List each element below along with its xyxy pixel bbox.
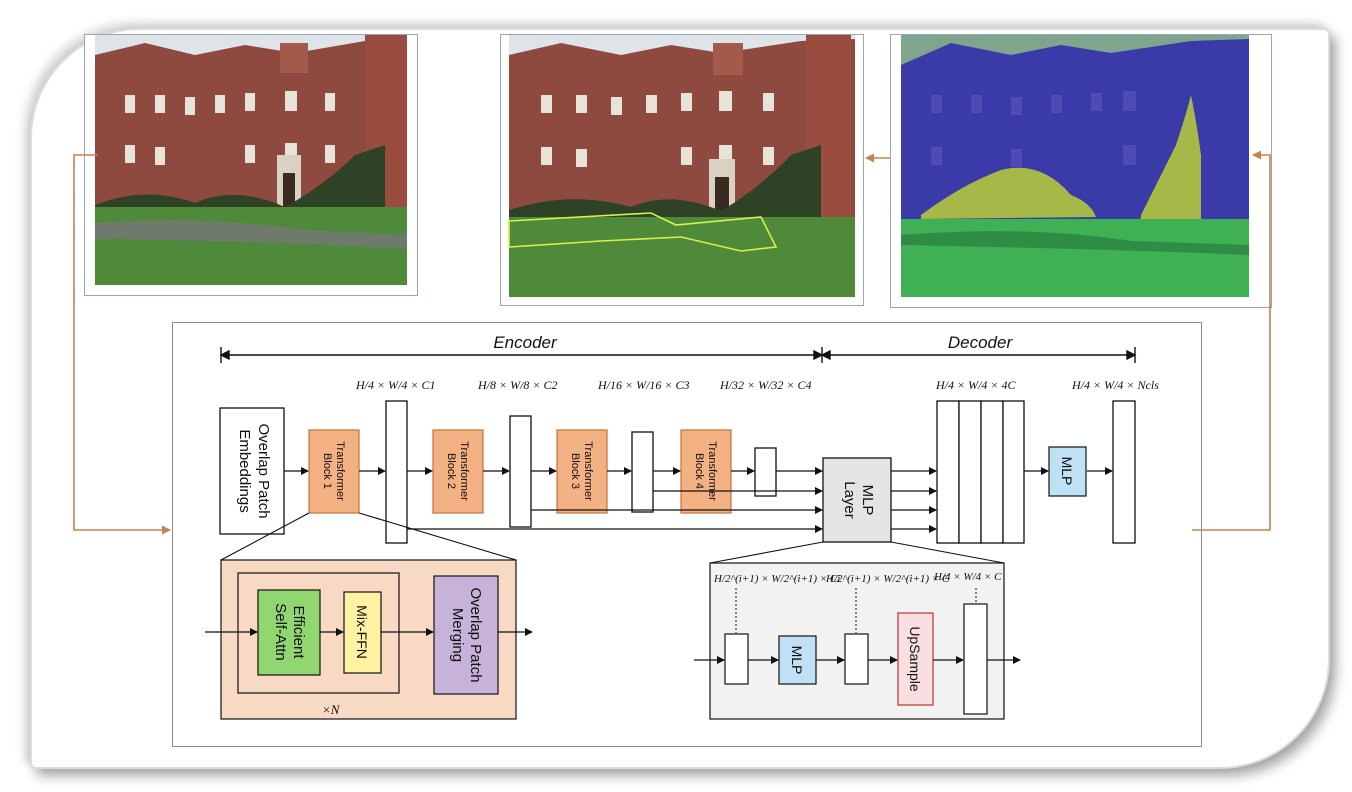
- overlap-patch-embeddings: Overlap Patch Embeddings: [219, 407, 285, 535]
- decoder-span: [820, 347, 1137, 363]
- decoder-zoom-lines: [709, 541, 1005, 564]
- svg-text:Block 3: Block 3: [569, 453, 581, 489]
- svg-text:Transformer: Transformer: [458, 441, 470, 501]
- svg-text:Overlap Patch: Overlap Patch: [467, 587, 484, 682]
- dec-dim-up: H/4 × W/4 × C: [933, 571, 1002, 583]
- transformer-block-4: Transformer Block 4: [680, 429, 732, 514]
- svg-text:Self-Attn: Self-Attn: [272, 603, 289, 661]
- mlp-layer: MLP Layer: [822, 457, 892, 543]
- transformer-block-detail: Efficient Self-Attn Mix-FFN Overlap Patc…: [220, 559, 517, 720]
- svg-text:Block 2: Block 2: [445, 453, 457, 489]
- svg-text:Layer: Layer: [841, 481, 858, 519]
- transformer-block-3: Transformer Block 3: [556, 429, 608, 514]
- transformer-block-2: Transformer Block 2: [432, 429, 484, 514]
- svg-text:Block 4: Block 4: [693, 453, 705, 489]
- encoder-label: Encoder: [493, 333, 558, 352]
- transformer-block-1: Transformer Block 1: [308, 429, 360, 514]
- dim-label-c3: H/16 × W/16 × C3: [597, 378, 690, 392]
- input-image: [84, 34, 418, 296]
- svg-text:MLP: MLP: [789, 646, 805, 675]
- svg-text:×N: ×N: [322, 702, 341, 717]
- encoder-flow-arrows: [284, 467, 823, 533]
- encoder-span: [219, 347, 824, 363]
- mlp-head: MLP: [1048, 446, 1087, 497]
- concatenated-feature-maps: [936, 400, 1025, 544]
- segmentation-output-image: [890, 34, 1272, 308]
- svg-text:Embeddings: Embeddings: [236, 429, 253, 512]
- decoder-label: Decoder: [948, 333, 1014, 352]
- dec-dim-c: H/2^(i+1) × W/2^(i+1) × C: [825, 573, 950, 585]
- feature-map-4: [754, 447, 777, 497]
- dim-label-c2: H/8 × W/8 × C2: [477, 378, 558, 392]
- dim-label-ncls: H/4 × W/4 × Ncls: [1071, 378, 1159, 392]
- svg-text:Mix-FFN: Mix-FFN: [354, 605, 370, 659]
- svg-text:Transformer: Transformer: [334, 441, 346, 501]
- decoder-flow-arrows: [891, 467, 1113, 533]
- feature-map-3: [631, 431, 654, 513]
- svg-text:MLP: MLP: [859, 485, 876, 516]
- output-mask: [1112, 400, 1136, 544]
- dim-label-c4: H/32 × W/32 × C4: [719, 378, 812, 392]
- svg-text:Transformer: Transformer: [706, 441, 718, 501]
- orange-flow-arrows: [73, 150, 1271, 535]
- feature-map-1: [385, 400, 408, 544]
- ground-truth-image: [500, 34, 864, 306]
- svg-text:Overlap Patch: Overlap Patch: [255, 423, 272, 518]
- svg-text:Merging: Merging: [449, 608, 466, 662]
- svg-text:UpSample: UpSample: [907, 626, 923, 692]
- encoder-zoom-lines: [220, 512, 517, 561]
- mlp-layer-detail: H/2^(i+1) × W/2^(i+1) × Ci H/2^(i+1) × W…: [709, 562, 1005, 720]
- svg-text:MLP: MLP: [1059, 457, 1075, 486]
- dim-label-4c: H/4 × W/4 × 4C: [935, 378, 1017, 392]
- svg-text:Block 1: Block 1: [321, 453, 333, 489]
- svg-text:Transformer: Transformer: [582, 441, 594, 501]
- feature-map-2: [509, 415, 532, 528]
- dec-dim-ci: H/2^(i+1) × W/2^(i+1) × Ci: [713, 573, 840, 585]
- dim-label-c1: H/4 × W/4 × C1: [355, 378, 436, 392]
- svg-text:Efficient: Efficient: [290, 605, 307, 659]
